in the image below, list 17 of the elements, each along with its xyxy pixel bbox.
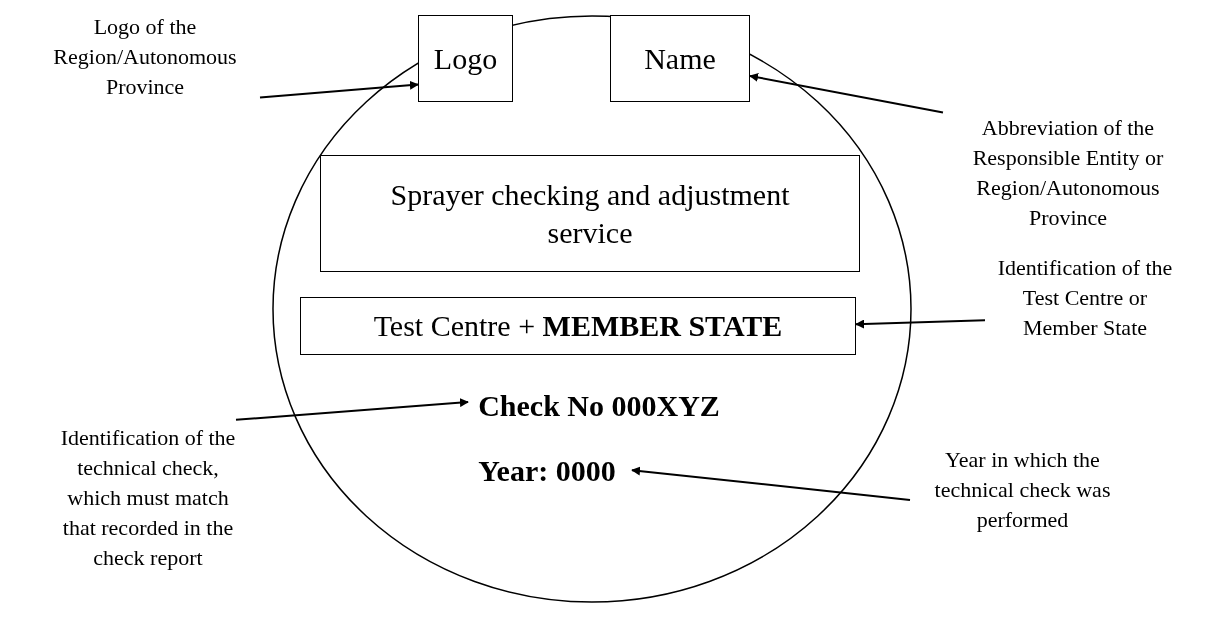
text-box: Name — [610, 15, 750, 102]
bold-text: Check No 000XYZ — [468, 386, 730, 426]
arrow — [235, 398, 469, 421]
arrow — [631, 466, 911, 501]
text-box: Test Centre + MEMBER STATE — [300, 297, 856, 355]
arrow — [855, 319, 986, 329]
arrow — [259, 80, 419, 99]
text-box: Sprayer checking and adjustment service — [320, 155, 860, 272]
bold-text: Year: 0000 — [462, 451, 632, 491]
annotation-text: Logo of the Region/Autonomous Province — [30, 12, 260, 102]
text-box: Logo — [418, 15, 513, 102]
annotation-text: Identification of the Test Centre or Member State — [985, 250, 1185, 345]
arrow — [749, 73, 944, 114]
annotation-text: Abbreviation of the Responsible Entity or Region/Autonomous Province — [943, 110, 1193, 235]
circle-outline — [272, 15, 912, 603]
annotation-text: Identification of the technical check, which must match that recorded in the check report — [60, 405, 236, 590]
annotation-text: Year in which the technical check was performed — [910, 445, 1135, 535]
